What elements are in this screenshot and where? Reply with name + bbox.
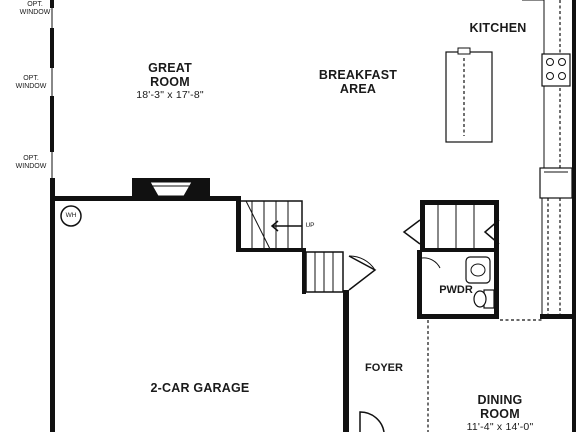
great-room-dimensions: 18'-3" x 17'-8" bbox=[120, 90, 220, 102]
window-label-2: OPT. WINDOW bbox=[11, 75, 51, 91]
great-room-name-line1: GREAT bbox=[120, 62, 220, 76]
window-label-1-line1: OPT. bbox=[18, 1, 52, 9]
window-label-3: OPT. WINDOW bbox=[11, 155, 51, 171]
kitchen-label: KITCHEN bbox=[458, 22, 538, 36]
water-heater-label: WH bbox=[61, 212, 81, 219]
garage-entry-steps bbox=[306, 252, 375, 292]
window-label-1: OPT. WINDOW bbox=[18, 1, 52, 17]
dining-room-dimensions: 11'-4" x 14'-0" bbox=[450, 422, 550, 433]
breakfast-name-line1: BREAKFAST bbox=[298, 69, 418, 83]
garage-label: 2-CAR GARAGE bbox=[130, 382, 270, 396]
dining-name-line1: DINING bbox=[450, 394, 550, 408]
fireplace bbox=[132, 178, 210, 200]
window-label-2-line1: OPT. bbox=[11, 75, 51, 83]
kitchen-island bbox=[446, 48, 492, 142]
window-label-3-line2: WINDOW bbox=[11, 163, 51, 171]
stairs-up bbox=[240, 201, 302, 249]
kitchen-counters bbox=[522, 0, 576, 432]
stairs-up-label: UP bbox=[302, 222, 318, 229]
window-label-1-line2: WINDOW bbox=[18, 9, 52, 17]
window-label-3-line1: OPT. bbox=[11, 155, 51, 163]
great-room-label: GREAT ROOM 18'-3" x 17'-8" bbox=[120, 62, 220, 101]
window-label-2-line2: WINDOW bbox=[11, 83, 51, 91]
foyer-label: FOYER bbox=[356, 362, 412, 374]
breakfast-area-label: BREAKFAST AREA bbox=[298, 69, 418, 97]
garage-wall bbox=[50, 196, 349, 432]
breakfast-name-line2: AREA bbox=[298, 83, 418, 97]
front-door bbox=[360, 412, 384, 432]
left-exterior-wall bbox=[50, 0, 55, 432]
dining-room-label: DINING ROOM 11'-4" x 14'-0" bbox=[450, 394, 550, 433]
dining-name-line2: ROOM bbox=[450, 408, 550, 422]
powder-room-label: PWDR bbox=[434, 284, 478, 296]
great-room-name-line2: ROOM bbox=[120, 76, 220, 90]
